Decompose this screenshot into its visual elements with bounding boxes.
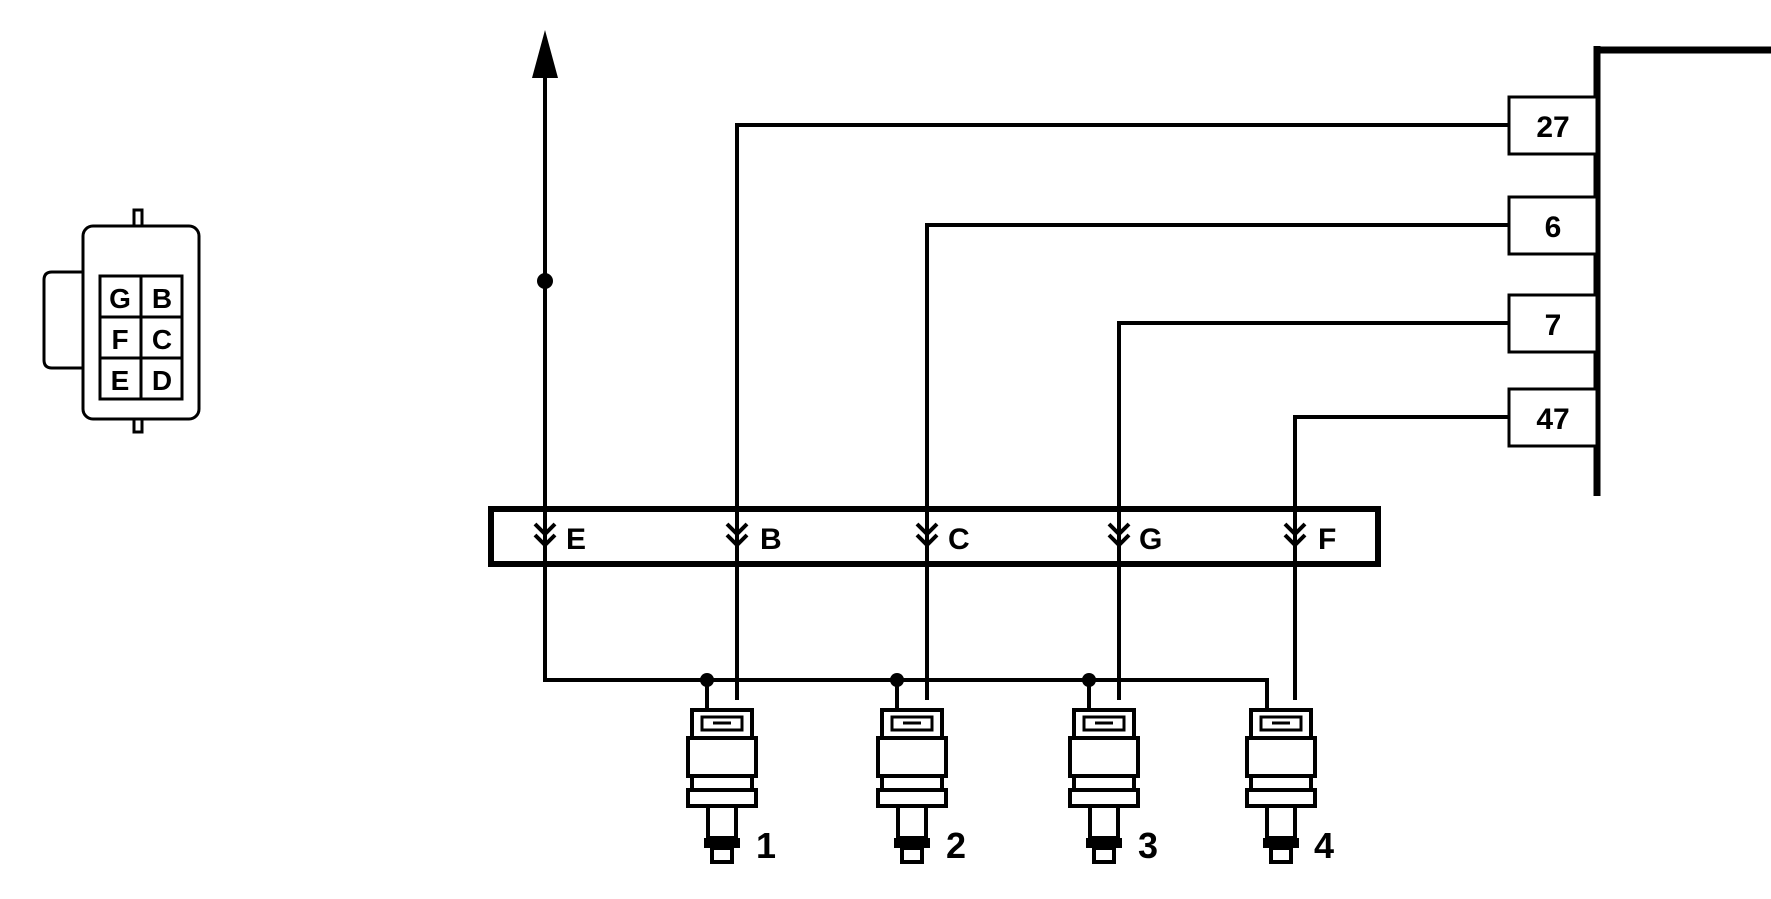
injector-3: 3 — [1068, 708, 1158, 866]
pin-chevron-icon — [915, 522, 939, 537]
injector-2: 2 — [876, 708, 966, 866]
pin-chevron-icon — [915, 533, 939, 548]
injector-number-label: 3 — [1138, 825, 1158, 866]
pin-chevron-icon — [1283, 522, 1307, 537]
signal-wire-pin-6 — [925, 223, 1509, 700]
signal-wire-pin-7 — [1117, 321, 1509, 700]
power-feed-wire — [532, 30, 558, 535]
pin-chevron-icon — [1107, 533, 1131, 548]
pin-chevron-icon — [1283, 533, 1307, 548]
signal-wire-pin-27 — [735, 123, 1509, 700]
connector-pin-f: F — [1283, 509, 1336, 564]
power-feed-arrow-icon — [532, 30, 558, 78]
splice-node — [890, 673, 904, 687]
connector-pin-label: F — [1318, 523, 1336, 556]
pin-chevron-icon — [725, 533, 749, 548]
connector-face-pin-label: D — [152, 365, 172, 396]
connector-pin-label: E — [566, 523, 586, 556]
ecu-pin-label: 27 — [1536, 111, 1569, 144]
injector-1: 1 — [686, 708, 776, 866]
connector-pin-label: B — [760, 523, 782, 556]
connector-face-pin-label: B — [152, 283, 172, 314]
injector-number-label: 2 — [946, 825, 966, 866]
connector-face-pin-label: E — [111, 365, 130, 396]
pin-chevron-icon — [725, 522, 749, 537]
injector-number-label: 1 — [756, 825, 776, 866]
harness-connector: E B C G F — [488, 506, 1381, 567]
connector-pin-label: G — [1139, 523, 1162, 556]
connector-pin-g: G — [1107, 509, 1162, 564]
connector-face-view: G B F C E D — [42, 208, 201, 434]
splice-node — [1082, 673, 1096, 687]
connector-face-pin-label: G — [109, 283, 131, 314]
splice-node — [700, 673, 714, 687]
connector-face-pin-label: C — [152, 324, 172, 355]
connector-pin-c: C — [915, 509, 970, 564]
connector-pin-b: B — [725, 509, 782, 564]
connector-latch — [42, 270, 84, 370]
ecu-pin-label: 47 — [1536, 403, 1569, 436]
ecu-pin-box — [1507, 95, 1599, 156]
pin-chevron-icon — [533, 533, 557, 548]
injector-4: 4 — [1245, 708, 1334, 866]
connector-pin-e: E — [533, 509, 586, 564]
injector-power-bus — [543, 535, 1269, 710]
ecu-pin-label: 7 — [1545, 309, 1562, 342]
ecu-pin-box — [1507, 293, 1599, 354]
splice-node — [537, 273, 553, 289]
ecu-pin-box — [1507, 387, 1599, 448]
ecu-block: 27 6 7 47 — [1507, 46, 1771, 496]
ecu-pin-label: 6 — [1545, 211, 1562, 244]
pin-chevron-icon — [1107, 522, 1131, 537]
injector-number-label: 4 — [1314, 825, 1334, 866]
connector-pin-label: C — [948, 523, 970, 556]
signal-wire-pin-47 — [1293, 415, 1509, 700]
pin-chevron-icon — [533, 522, 557, 537]
connector-face-pin-label: F — [111, 324, 128, 355]
ecu-pin-box — [1507, 195, 1599, 256]
